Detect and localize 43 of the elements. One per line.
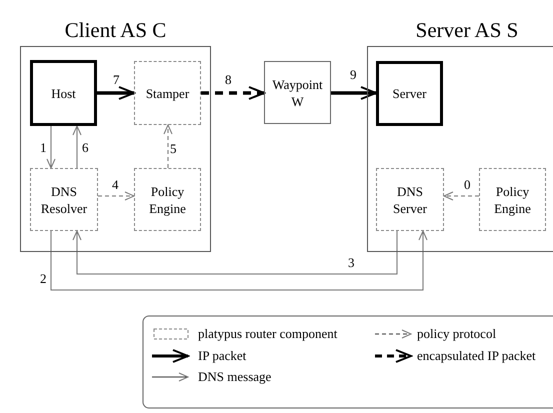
legend-text: IP packet [198,348,246,363]
edge-label: 6 [82,140,88,155]
edge-label: 7 [113,72,120,87]
legend-text: encapsulated IP packet [417,348,536,363]
node-label: Host [50,84,77,102]
arrow [72,126,82,168]
edge-label: 4 [112,177,118,192]
arrow [72,230,398,274]
waypoint-box [264,61,331,124]
arrow [444,192,480,200]
legend-text: platypus router component [198,326,338,341]
edge-label: 2 [40,271,46,286]
host-box [376,61,443,126]
edge-label: 9 [350,67,356,82]
node-label: DNS Server [392,182,428,216]
component-box [376,168,444,231]
arrow [164,124,172,168]
edge-label: 0 [464,177,470,192]
edge-label: 3 [348,255,354,270]
edge-label: 1 [40,140,46,155]
edge-label: 8 [225,72,232,87]
arrow [46,126,56,168]
host-box [30,60,97,126]
arrow [50,230,428,290]
arrow [98,192,134,200]
edge-label: 5 [170,141,176,156]
component-box [30,168,98,231]
region-title: Client AS C [64,17,168,43]
legend-text: policy protocol [417,326,496,341]
node-label: Policy Engine [148,182,187,216]
arrow [201,86,265,100]
node-label: Server [392,85,428,102]
arrow [97,86,135,100]
region-title: Server AS S [414,17,520,43]
node-label: Waypoint W [271,76,324,110]
arrow [331,86,377,100]
node-label: Policy Engine [493,182,532,216]
component-box [134,168,201,231]
node-label: DNS Resolver [40,182,88,216]
component-box [134,61,201,125]
legend-text: DNS message [198,369,272,384]
component-box [479,168,546,231]
node-label: Stamper [144,84,190,102]
